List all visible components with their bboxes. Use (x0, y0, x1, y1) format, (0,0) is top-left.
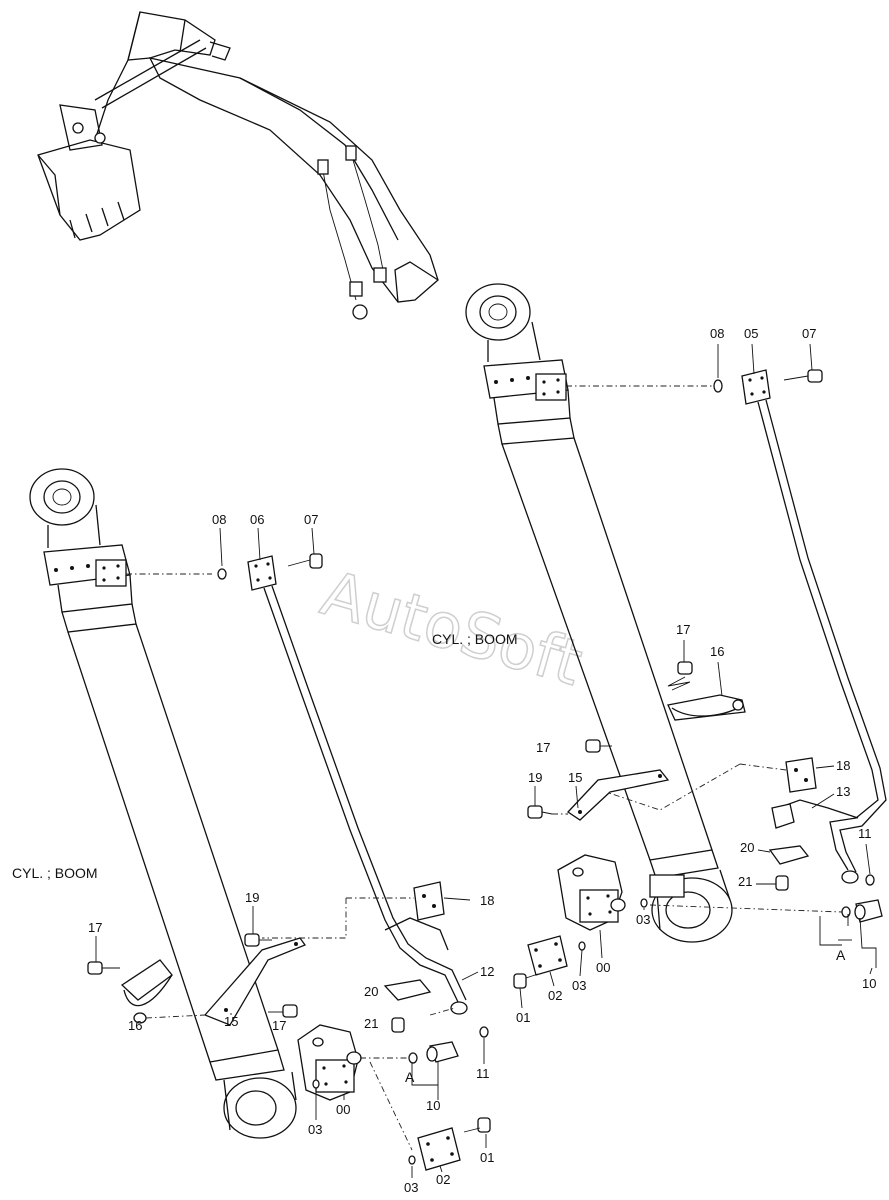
label-11-right: 11 (858, 826, 872, 841)
label-20-left: 20 (364, 984, 378, 999)
label-12: 12 (480, 964, 494, 979)
label-21-right: 21 (738, 874, 752, 889)
label-17-right-a: 17 (676, 622, 690, 637)
label-18-left: 18 (480, 893, 494, 908)
label-15-left: 15 (224, 1014, 238, 1029)
label-15-right: 15 (568, 770, 582, 785)
label-03-right-b: 03 (572, 978, 586, 993)
label-02-left: 02 (436, 1172, 450, 1187)
label-11-left: 11 (476, 1066, 490, 1081)
label-10-right: 10 (862, 976, 876, 991)
watermark-text: AutoSoft (314, 556, 590, 700)
label-21-left: 21 (364, 1016, 378, 1031)
label-10-left: 10 (426, 1098, 440, 1113)
part-labels: 08 06 07 17 19 18 16 15 17 20 12 21 11 0… (12, 326, 876, 1195)
label-18-right: 18 (836, 758, 850, 773)
label-00-left: 00 (336, 1102, 350, 1117)
label-01-left: 01 (480, 1150, 494, 1165)
excavator-illustration (37, 11, 439, 320)
view-marker-a-left: A (405, 1069, 415, 1085)
label-16-right: 16 (710, 644, 724, 659)
label-17-left-a: 17 (88, 920, 102, 935)
left-boom-cylinder (29, 468, 297, 1139)
label-06: 06 (250, 512, 264, 527)
label-07-left: 07 (304, 512, 318, 527)
label-16-left: 16 (128, 1018, 142, 1033)
right-cylinder-parts (513, 369, 887, 989)
label-13: 13 (836, 784, 850, 799)
section-label-left-cylinder: CYL. ; BOOM (12, 865, 98, 881)
label-17-left-b: 17 (272, 1018, 286, 1033)
right-boom-cylinder (465, 283, 733, 943)
label-03-right-a: 03 (636, 912, 650, 927)
label-17-right-b: 17 (536, 740, 550, 755)
label-02-right: 02 (548, 988, 562, 1003)
label-03-left-b: 03 (404, 1180, 418, 1195)
label-05: 05 (744, 326, 758, 341)
label-08-right: 08 (710, 326, 724, 341)
label-03-left-a: 03 (308, 1122, 322, 1137)
left-cylinder-parts (87, 553, 491, 1171)
section-label-right-cylinder: CYL. ; BOOM (432, 631, 518, 647)
label-00-right: 00 (596, 960, 610, 975)
label-20-right: 20 (740, 840, 754, 855)
label-19-left: 19 (245, 890, 259, 905)
label-01-right: 01 (516, 1010, 530, 1025)
view-marker-a-right: A (836, 947, 846, 963)
label-19-right: 19 (528, 770, 542, 785)
label-08-left: 08 (212, 512, 226, 527)
label-07-right: 07 (802, 326, 816, 341)
